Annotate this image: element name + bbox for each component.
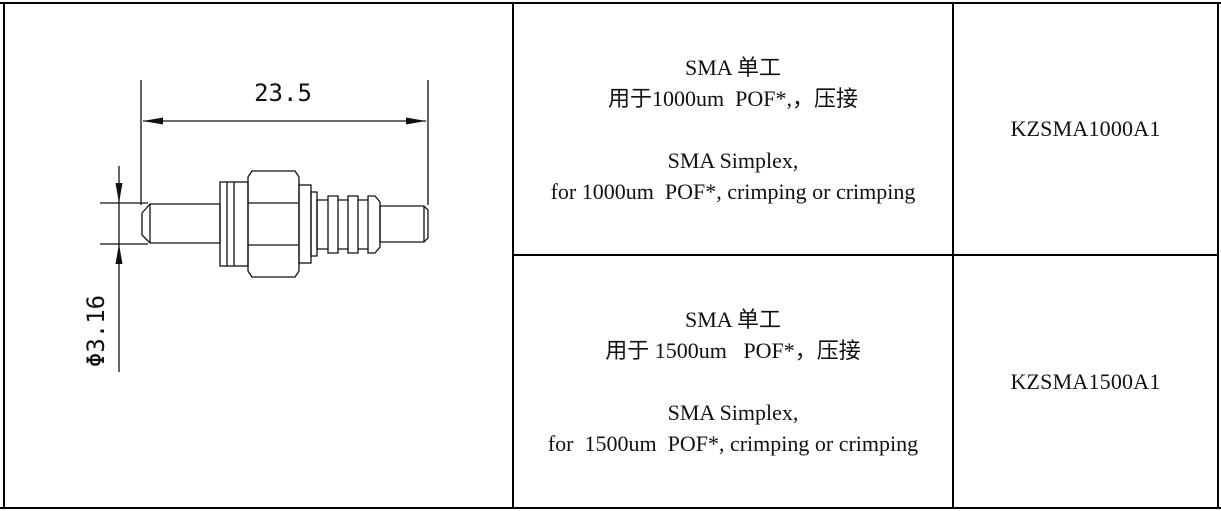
hex-nut bbox=[247, 170, 300, 278]
row-1-desc-cn-1: SMA 单工 bbox=[685, 54, 781, 80]
arrow-up-icon bbox=[115, 244, 123, 264]
arrow-right-icon bbox=[406, 117, 426, 125]
length-dimension-label: 23.5 bbox=[254, 79, 312, 107]
table-border-top bbox=[0, 2, 1221, 4]
row-1-desc-cn-2: 用于1000um POF*,，压接 bbox=[608, 85, 858, 111]
diameter-dimension-label: Φ3.16 bbox=[82, 295, 110, 367]
row-2-desc-en-2: for 1500um POF*, crimping or crimping bbox=[547, 431, 919, 456]
row-2-description: SMA 单工 用于 1500um POF*，压接 SMA Simplex, fo… bbox=[514, 256, 952, 507]
ferrule-left bbox=[141, 203, 221, 244]
row-1-desc-en-1: SMA Simplex, bbox=[667, 147, 799, 173]
table-border-bottom bbox=[0, 507, 1221, 509]
row-2-part-number: KZSMA1500A1 bbox=[1010, 368, 1161, 394]
row-2-desc-cn-1: SMA 单工 bbox=[685, 307, 781, 332]
row-1-desc-en-2: for 1000um POF*, crimping or crimping bbox=[550, 178, 916, 204]
sma-connector-drawing: 23.5 Φ3.16 bbox=[82, 79, 429, 372]
row-2-desc-cn-2: 用于 1500um POF*，压接 bbox=[605, 338, 861, 363]
arrow-down-icon bbox=[115, 183, 123, 203]
rear-sleeve bbox=[379, 205, 429, 243]
row-2-desc-en-1: SMA Simplex, bbox=[667, 400, 799, 425]
row-1-description: SMA 单工 用于1000um POF*,，压接 SMA Simplex, fo… bbox=[514, 4, 952, 254]
row-divider bbox=[513, 254, 1219, 256]
connector-drawing-cell: 23.5 Φ3.16 bbox=[5, 4, 512, 507]
crimp-barrel bbox=[316, 195, 381, 254]
table-border-left bbox=[3, 2, 5, 509]
arrow-left-icon bbox=[143, 117, 163, 125]
row-1-part-number: KZSMA1000A1 bbox=[1010, 116, 1161, 141]
back-flange bbox=[298, 184, 312, 264]
